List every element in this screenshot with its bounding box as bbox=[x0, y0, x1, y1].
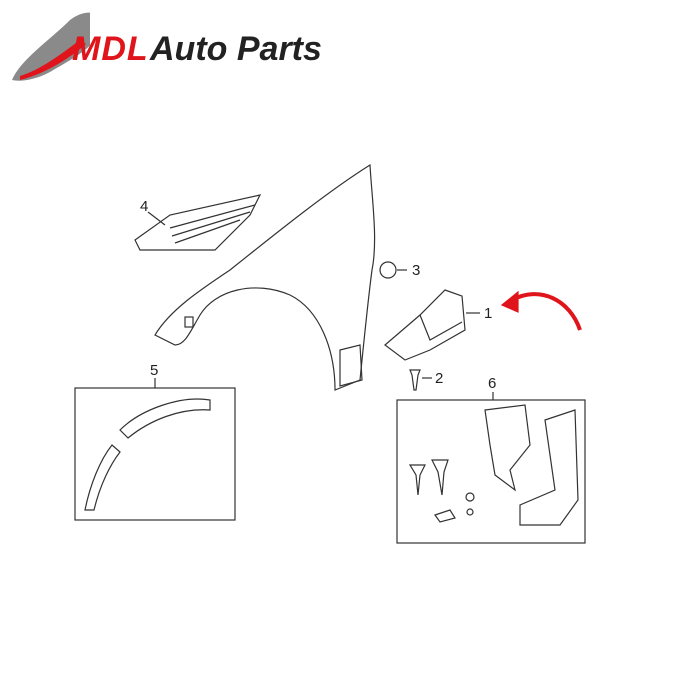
logo-swoosh-icon bbox=[12, 12, 90, 81]
callout-6: 6 bbox=[488, 375, 497, 392]
part-3-clip bbox=[379, 261, 407, 279]
callout-2: 2 bbox=[435, 370, 444, 387]
callout-1: 1 bbox=[484, 305, 493, 322]
logo-mdl-text: MDL bbox=[72, 30, 149, 68]
part-5-box bbox=[74, 378, 236, 521]
callout-3: 3 bbox=[412, 262, 421, 279]
callout-5: 5 bbox=[150, 362, 159, 379]
part-6-box bbox=[396, 392, 586, 544]
part-4-vent-grille bbox=[134, 194, 262, 251]
logo-auto-parts-text: Auto Parts bbox=[150, 30, 322, 68]
part-1-splash-shield bbox=[384, 289, 480, 361]
callout-4: 4 bbox=[140, 198, 149, 215]
brand-logo: MDL Auto Parts bbox=[0, 0, 360, 100]
red-arrow-icon bbox=[511, 292, 582, 331]
fender-panel bbox=[154, 163, 376, 391]
part-2-screw bbox=[409, 369, 432, 391]
